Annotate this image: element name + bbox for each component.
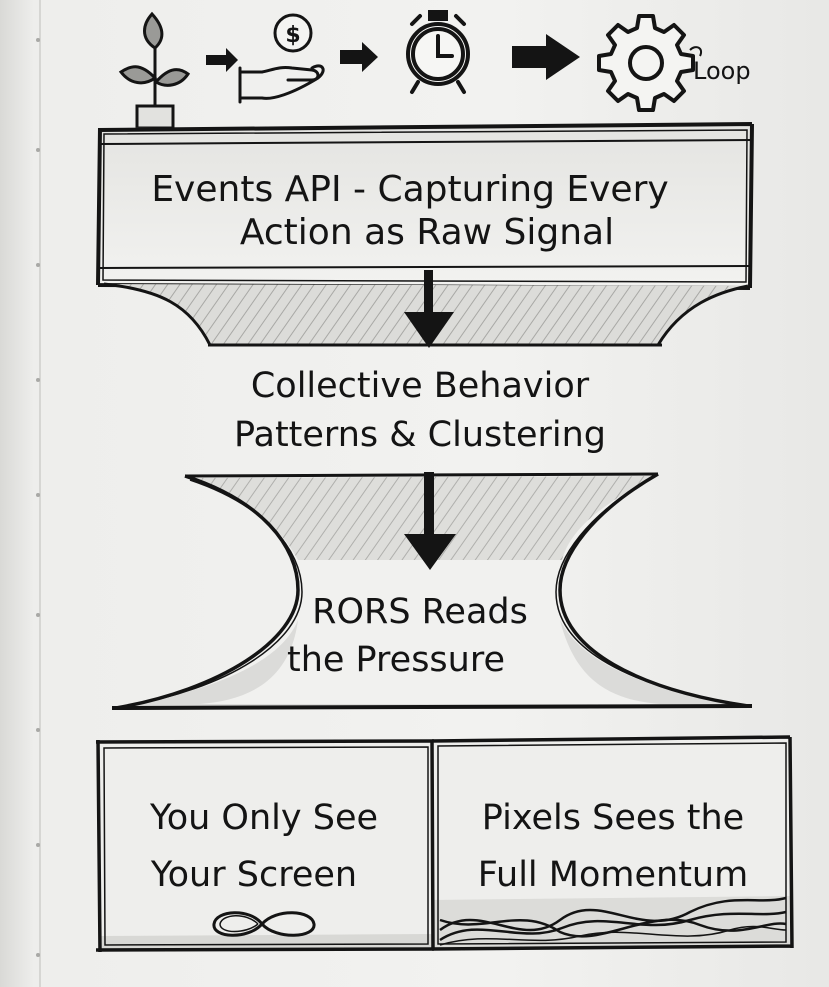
rors-label: RORS Reads the Pressure	[280, 588, 560, 684]
hourglass-funnel	[111, 472, 753, 710]
left-panel	[95, 739, 435, 953]
events-api-line-2: Action as Raw Signal	[239, 212, 615, 253]
right-panel-label: Pixels Sees the Full Momentum	[438, 790, 788, 904]
left-panel-line-1: You Only See	[149, 798, 379, 838]
arrow-right-icon	[206, 48, 238, 72]
loop-label: Loop	[693, 57, 751, 85]
flow-arrow-down-1	[404, 270, 454, 348]
rors-line-2: the Pressure	[286, 640, 505, 680]
events-api-box	[96, 122, 754, 290]
plant-icon	[118, 11, 191, 130]
right-panel-line-2: Full Momentum	[477, 855, 749, 895]
collective-line-1: Collective Behavior	[250, 366, 590, 406]
collective-behavior-label: Collective Behavior Patterns & Clusterin…	[175, 362, 665, 460]
gear-icon	[597, 14, 695, 112]
notebook-binding	[36, 0, 41, 987]
left-panel-label: You Only See Your Screen	[104, 790, 424, 904]
loop-arrow-icon	[689, 46, 702, 57]
left-panel-line-2: Your Screen	[150, 855, 358, 895]
infinity-icon	[212, 911, 316, 937]
svg-text:$: $	[285, 23, 300, 48]
rors-line-1: RORS Reads	[312, 592, 528, 632]
events-api-line-1: Events API - Capturing Every	[151, 169, 669, 210]
waves-icon	[439, 896, 787, 946]
flow-arrow-down-2	[404, 472, 456, 570]
right-panel-line-1: Pixels Sees the	[481, 798, 745, 838]
clock-icon	[406, 10, 470, 94]
arrow-right-icon	[340, 42, 378, 72]
money-hand-icon: $	[238, 13, 325, 104]
collective-line-2: Patterns & Clustering	[233, 415, 607, 455]
arrow-right-icon	[512, 34, 580, 80]
events-api-label: Events API - Capturing Every Action as R…	[110, 168, 710, 254]
